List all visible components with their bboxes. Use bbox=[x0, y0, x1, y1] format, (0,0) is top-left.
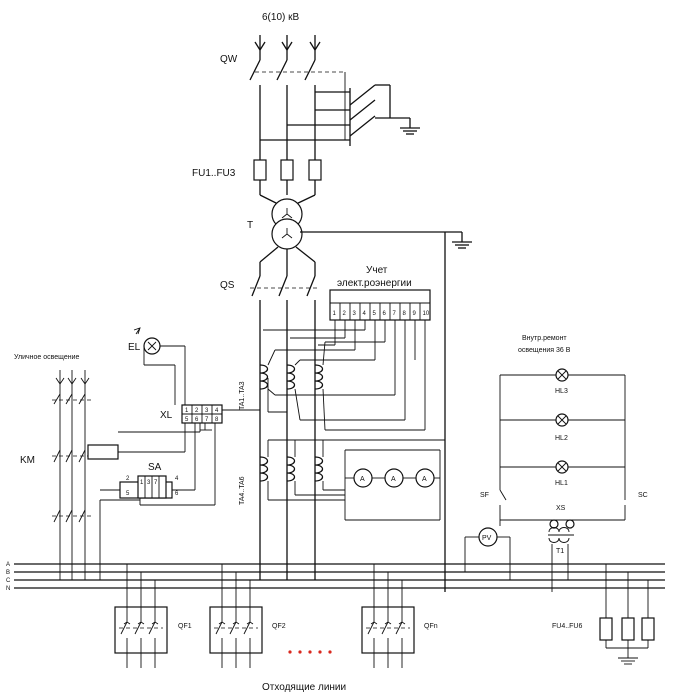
current-transformers-ta1-ta3: TA1..TA3 bbox=[239, 341, 326, 431]
meter-terminal-3: 3 bbox=[353, 311, 357, 317]
svg-text:7: 7 bbox=[205, 417, 209, 423]
busbars: A B C N bbox=[6, 562, 665, 592]
qs-label: QS bbox=[220, 280, 235, 291]
meter-terminal-2: 2 bbox=[343, 311, 347, 317]
meter-title-line2: элект.роэнергии bbox=[337, 278, 412, 289]
sc-label: SC bbox=[638, 492, 648, 499]
svg-text:2: 2 bbox=[195, 408, 199, 414]
ammeter-3-label: A bbox=[422, 476, 427, 483]
hv-fuses-fu1-fu3: FU1..FU3 bbox=[192, 159, 322, 206]
el-label: EL bbox=[128, 342, 141, 353]
meter-terminal-8: 8 bbox=[403, 311, 407, 317]
pv-label: PV bbox=[482, 535, 492, 542]
hl2-label: HL2 bbox=[555, 435, 568, 442]
qf1-label: QF1 bbox=[178, 623, 192, 630]
bus-a-label: A bbox=[6, 562, 10, 568]
disconnector-qw: QW bbox=[220, 50, 420, 160]
meter-terminal-6: 6 bbox=[383, 311, 387, 317]
km-label: KM bbox=[20, 455, 35, 466]
qfn-label: QFn bbox=[424, 623, 438, 630]
bus-n-label: N bbox=[6, 586, 10, 592]
svg-text:3: 3 bbox=[147, 480, 151, 486]
ammeter-2 bbox=[384, 468, 404, 488]
svg-text:6: 6 bbox=[175, 491, 179, 497]
ta-lower-label: TA4..TA6 bbox=[239, 476, 246, 505]
qw-label: QW bbox=[220, 54, 238, 65]
meter-terminal-4: 4 bbox=[363, 311, 367, 317]
svg-text:8: 8 bbox=[215, 417, 219, 423]
bus-c-label: C bbox=[6, 578, 11, 584]
xs-label: XS bbox=[556, 505, 566, 512]
qf2-label: QF2 bbox=[272, 623, 286, 630]
ammeter-2-label: A bbox=[391, 476, 396, 483]
current-transformers-ta4-ta6: TA4..TA6 A A A bbox=[239, 439, 445, 521]
power-transformer-t: T bbox=[247, 198, 472, 592]
meter-terminal-1: 1 bbox=[333, 311, 337, 317]
svg-text:1: 1 bbox=[185, 408, 189, 414]
repair-lighting-label-1: Внутр.ремонт bbox=[522, 335, 567, 342]
svg-text:6: 6 bbox=[195, 417, 199, 423]
lv-fuses-label: FU4..FU6 bbox=[552, 623, 582, 630]
meter-terminal-9: 9 bbox=[413, 311, 417, 317]
svg-text:4: 4 bbox=[175, 476, 179, 482]
svg-text:5: 5 bbox=[126, 491, 130, 497]
switch-qs: QS bbox=[220, 262, 318, 580]
outgoing-lines-label: Отходящие линии bbox=[262, 682, 346, 693]
meter-title-line1: Учет bbox=[366, 265, 388, 276]
svg-text:2: 2 bbox=[126, 476, 130, 482]
hv-fuses-label: FU1..FU3 bbox=[192, 168, 236, 179]
meter-terminal-5: 5 bbox=[373, 311, 377, 317]
ammeter-3 bbox=[415, 468, 435, 488]
svg-text:3: 3 bbox=[205, 408, 209, 414]
ammeter-1 bbox=[353, 468, 373, 488]
transformer-label: T bbox=[247, 220, 253, 231]
photo-relay-el: EL bbox=[128, 327, 186, 405]
outgoing-breakers: QF1 QF2 QFn bbox=[114, 564, 438, 668]
ammeter-1-label: A bbox=[360, 476, 365, 483]
t1-label: T1 bbox=[556, 548, 564, 555]
repair-lighting-label-2: освещения 36 В bbox=[518, 347, 571, 354]
svg-text:5: 5 bbox=[185, 417, 189, 423]
svg-text:1: 1 bbox=[140, 480, 144, 486]
meter-terminal-7: 7 bbox=[393, 311, 397, 317]
svg-text:4: 4 bbox=[215, 408, 219, 414]
selector-switch-sa: SA 2 5 1 3 7 4 6 bbox=[100, 462, 215, 506]
bus-b-label: B bbox=[6, 570, 10, 576]
hl3-label: HL3 bbox=[555, 388, 568, 395]
hv-supply: 6(10) кВ bbox=[254, 12, 321, 52]
hl1-label: HL1 bbox=[555, 480, 568, 487]
svg-text:7: 7 bbox=[154, 480, 158, 486]
repair-lighting-36v: Внутр.ремонт освещения 36 В HL3 HL2 HL1 … bbox=[480, 335, 648, 592]
ta-upper-label: TA1..TA3 bbox=[239, 381, 246, 410]
sa-label: SA bbox=[148, 462, 162, 473]
meter-terminal-10: 10 bbox=[423, 311, 430, 317]
voltmeter-pv: PV bbox=[464, 527, 511, 580]
continuation-dots bbox=[288, 650, 332, 654]
supply-voltage-label: 6(10) кВ bbox=[262, 12, 299, 23]
xl-label: XL bbox=[160, 410, 173, 421]
sf-label: SF bbox=[480, 492, 489, 499]
outdoor-lighting-label: Уличное освещение bbox=[14, 354, 79, 361]
outdoor-lighting-circuit: Уличное освещение KM bbox=[14, 354, 200, 580]
lv-fuses-fu4-fu6: FU4..FU6 bbox=[552, 564, 655, 665]
